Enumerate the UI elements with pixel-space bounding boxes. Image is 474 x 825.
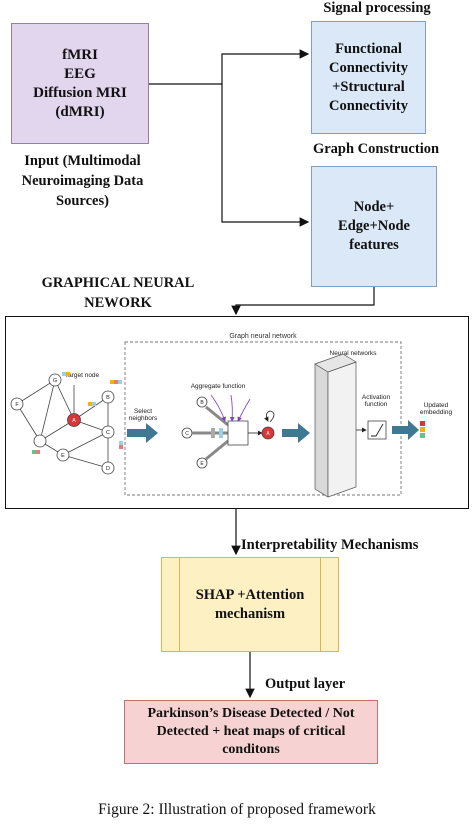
signal-processing-box: Functional Connectivity +Structural Conn… xyxy=(311,21,426,134)
output-result-box: Parkinson’s Disease Detected / Not Detec… xyxy=(124,700,378,764)
graph-node-label-e: E xyxy=(61,453,65,459)
input-sources-text: fMRI EEG Diffusion MRI (dMRI) xyxy=(33,46,127,120)
graph-construction-box: Node+ Edge+Node features xyxy=(311,166,437,287)
output-layer-title: Output layer xyxy=(265,676,346,692)
gnn-panel-title: Graph neural network xyxy=(229,333,297,340)
gnn-figure-panel: Graph neural network G F A xyxy=(5,316,469,509)
agg-node-label-e: E xyxy=(200,461,204,467)
agg-node-label-c: C xyxy=(185,431,189,437)
updated-embedding-line1: Updated xyxy=(424,402,449,409)
gnn-dashed-region xyxy=(124,341,402,496)
target-node-label: Target node xyxy=(65,372,100,379)
figure-caption: Figure 2: Illustration of proposed frame… xyxy=(98,801,376,818)
agg-output-label-a: A xyxy=(266,431,270,437)
updated-embedding-line2: embedding xyxy=(420,409,453,416)
activation-line2: function xyxy=(365,401,388,408)
select-neighbors-arrow xyxy=(127,423,158,443)
graph-node-c xyxy=(101,425,115,439)
aggregate-box xyxy=(227,420,249,446)
shap-box-left-divider xyxy=(179,558,181,651)
graph-node-a-target xyxy=(67,413,81,427)
activation-box xyxy=(367,420,387,440)
output-result-text: Parkinson’s Disease Detected / Not Detec… xyxy=(147,706,355,757)
graph-node-d xyxy=(101,461,115,475)
arrow-input-to-signal xyxy=(149,49,310,85)
to-embedding-arrow xyxy=(392,420,419,440)
signal-processing-text: Functional Connectivity +Structural Conn… xyxy=(329,40,408,114)
graph-node-b xyxy=(101,390,115,404)
graph-node-g xyxy=(48,373,62,387)
graph-node-label-a: A xyxy=(72,418,76,424)
aggregate-function-label: Aggregate function xyxy=(191,383,246,390)
neural-network-slab-front xyxy=(327,361,357,498)
neural-network-slab-top xyxy=(314,353,357,373)
shap-attention-text: SHAP +Attention mechanism xyxy=(195,586,305,622)
agg-node-e xyxy=(196,457,208,469)
agg-node-b xyxy=(196,396,208,408)
feature-chips xyxy=(32,372,123,454)
activation-line1: Activation xyxy=(362,394,391,401)
signal-processing-title: Signal processing xyxy=(323,0,431,16)
to-neural-network-arrow xyxy=(282,423,310,443)
gnn-illustration: Graph neural network G F A xyxy=(10,333,453,498)
neural-network-slab-side xyxy=(314,363,329,498)
agg-node-label-b: B xyxy=(200,400,204,406)
shap-box-right-divider xyxy=(319,558,321,651)
graph-construction-title: Graph Construction xyxy=(312,141,440,157)
gnn-title: GRAPHICAL NEURAL NEWORK xyxy=(41,275,195,311)
graph-construction-text: Node+ Edge+Node features xyxy=(338,199,410,253)
arrow-input-to-graph xyxy=(221,84,310,227)
select-neighbors-line2: neighbors xyxy=(129,415,158,422)
shap-attention-box: SHAP +Attention mechanism xyxy=(161,557,339,652)
graph-node-label-d: D xyxy=(106,466,110,472)
graph-node-e xyxy=(56,448,70,462)
arrow-graph-to-gnn xyxy=(231,287,375,316)
graph-node-p xyxy=(33,434,47,448)
input-sources-box: fMRI EEG Diffusion MRI (dMRI) xyxy=(11,23,149,144)
graph-node-f xyxy=(10,397,24,411)
graph-node-label-g: G xyxy=(53,378,57,384)
neural-networks-label: Neural networks xyxy=(330,350,378,357)
select-neighbors-line1: Select xyxy=(134,408,152,415)
interpretability-title: Interpretability Mechanisms xyxy=(241,537,419,553)
agg-output-node-a xyxy=(261,426,275,440)
input-caption: Input (Multimodal Neuroimaging Data Sour… xyxy=(21,153,144,209)
graph-node-label-b: B xyxy=(106,395,110,401)
graph-node-label-f: F xyxy=(15,402,19,408)
graph-node-label-c: C xyxy=(106,430,110,436)
